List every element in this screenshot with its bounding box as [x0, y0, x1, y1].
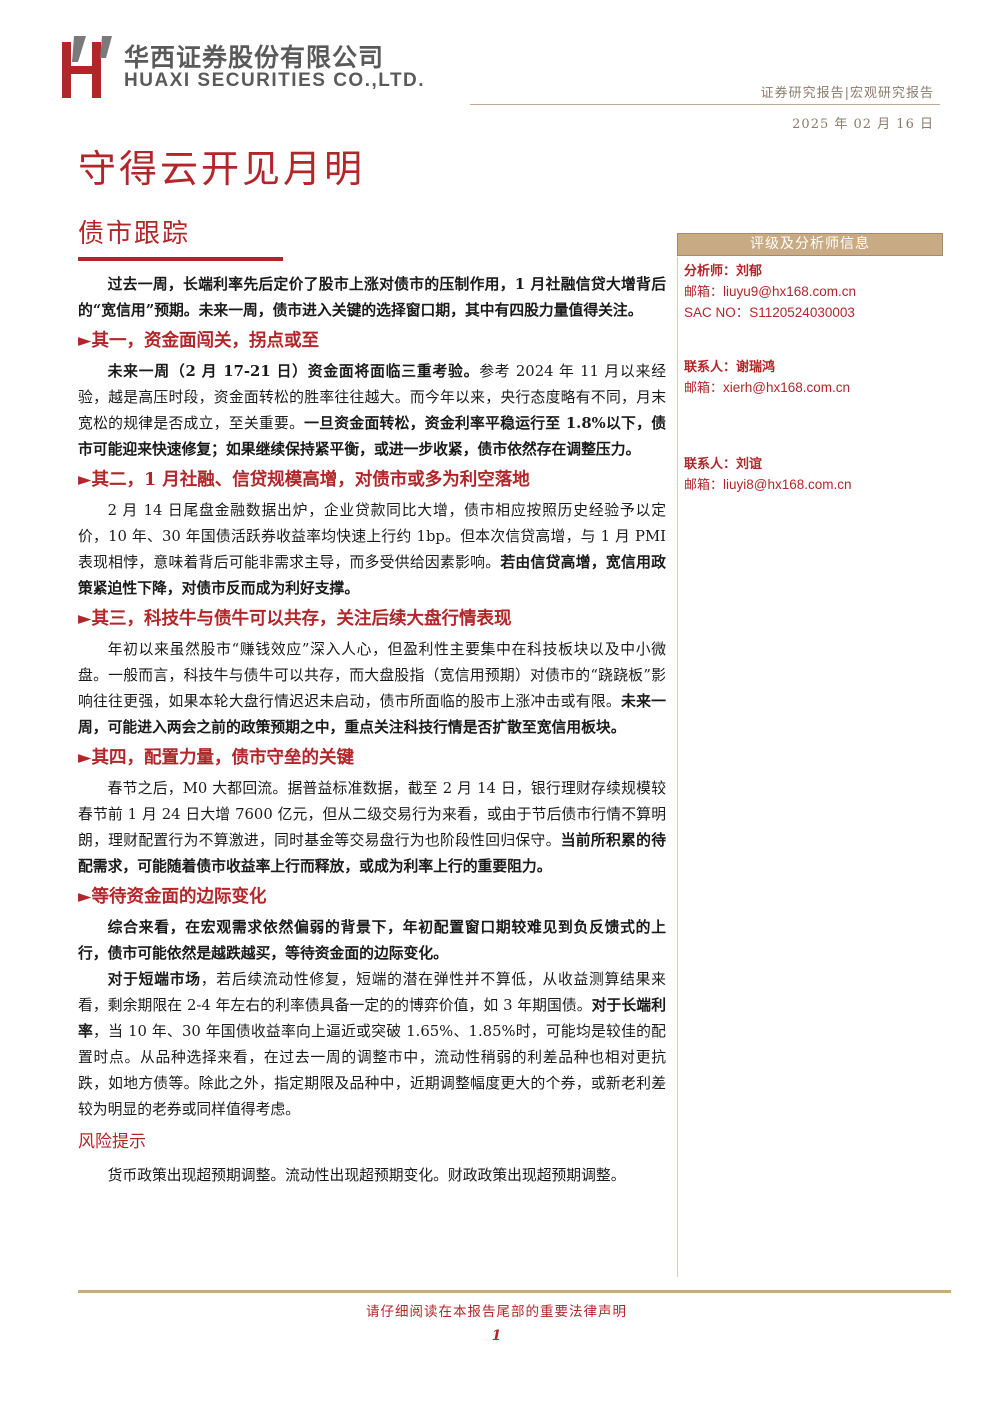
paragraph-point-1-text: 参考 2024 年 11 月以来经验，越是高压时段，资金面转松的胜率往往越大。而… — [78, 363, 666, 432]
risk-text: 货币政策出现超预期调整。流动性出现超预期变化。财政政策出现超预期调整。 — [107, 1167, 626, 1184]
page-number: 1 — [491, 1328, 502, 1344]
paragraph-point-2: 2 月 14 日尾盘金融数据出炉，企业贷款同比大增，债市相应按照历史经验予以定价… — [78, 498, 666, 602]
paragraph-point-1: 未来一周（2 月 17-21 日）资金面将面临三重考验。参考 2024 年 11… — [78, 359, 666, 463]
contact-block-1: 联系人：谢瑞鸿 邮箱：xierh@hx168.com.cn — [684, 358, 850, 399]
contact2-name: 刘谊 — [736, 457, 763, 472]
contact1-name: 谢瑞鸿 — [736, 360, 776, 375]
heading-point-3: ►其三，科技牛与债牛可以共存，关注后续大盘行情表现 — [78, 609, 512, 629]
paragraph-point-1-lead: 未来一周（2 月 17-21 日）资金面将面临三重考验。 — [107, 363, 480, 380]
strategy-long-end-lead: 对于长端利率 — [78, 997, 666, 1040]
header-divider — [470, 104, 940, 105]
paragraph-strategy: 对于短端市场，若后续流动性修复，短端的潜在弹性并不算低，从收益测算结果来看，剩余… — [78, 967, 666, 1123]
paragraph-point-4-text: 春节之后，M0 大都回流。据普益标准数据，截至 2 月 14 日，银行理财存续规… — [78, 780, 666, 849]
heading-point-4: ►其四，配置力量，债市守垒的关键 — [78, 748, 354, 768]
company-name-cn: 华西证券股份有限公司 — [124, 43, 385, 72]
analyst-name: 刘郁 — [736, 264, 763, 279]
intro-paragraph: 过去一周，长端利率先后定价了股市上涨对债市的压制作用，1 月社融信贷大增背后的“… — [78, 276, 666, 319]
report-type-tag: 证券研究报告|宏观研究报告 — [760, 86, 934, 101]
strategy-short-end-text: ，若后续流动性修复，短端的潜在弹性并不算低，从收益测算结果来看，剩余期限在 2-… — [78, 971, 666, 1014]
section-label: 债市跟踪 — [78, 219, 191, 249]
paragraph-summary: 综合来看，在宏观需求依然偏弱的背景下，年初配置窗口期较难见到负反馈式的上行，债市… — [78, 919, 666, 962]
paragraph-point-4-conclusion: 当前所积累的待配需求，可能随着债市收益率上行而释放，或成为利率上行的重要阻力。 — [78, 832, 666, 875]
paragraph-point-3-text: 年初以来虽然股市“赚钱效应”深入人心，但盈利性主要集中在科技板块以及中小微盘。一… — [78, 641, 666, 710]
paragraph-point-3: 年初以来虽然股市“赚钱效应”深入人心，但盈利性主要集中在科技板块以及中小微盘。一… — [78, 637, 666, 741]
contact-block-2: 联系人：刘谊 邮箱：liuyi8@hx168.com.cn — [684, 455, 852, 496]
company-name-en: HUAXI SECURITIES CO.,LTD. — [124, 70, 426, 91]
contact1-email[interactable]: xierh@hx168.com.cn — [723, 380, 851, 395]
footer-divider — [78, 1290, 951, 1293]
risk-title: 风险提示 — [78, 1132, 146, 1152]
analyst-email-label: 邮箱： — [684, 285, 724, 300]
section-underline — [78, 257, 283, 261]
contact1-label: 联系人： — [684, 360, 737, 375]
contact2-email-label: 邮箱： — [684, 478, 724, 493]
heading-point-5: ►等待资金面的边际变化 — [78, 887, 267, 907]
sidebar-divider — [677, 257, 678, 1277]
huaxi-logo-icon — [62, 36, 112, 98]
paragraph-point-2-conclusion: 若由信贷高增，宽信用政策紧迫性下降，对债市反而成为利好支撑。 — [78, 554, 666, 597]
contact2-label: 联系人： — [684, 457, 737, 472]
strategy-long-end-text: ，当 10 年、30 年国债收益率向上逼近或突破 1.65%、1.85%时，可能… — [78, 1023, 666, 1118]
paragraph-point-3-conclusion: 未来一周，可能进入两会之前的政策预期之中，重点关注科技行情是否扩散至宽信用板块。 — [78, 693, 666, 736]
paragraph-point-1-conclusion: 一旦资金面转松，资金利率平稳运行至 1.8%以下，债市可能迎来快速修复；如果继续… — [78, 415, 666, 458]
heading-point-1: ►其一，资金面闯关，拐点或至 — [78, 331, 319, 351]
analyst-info-header: 评级及分析师信息 — [677, 233, 943, 256]
strategy-short-end-lead: 对于短端市场 — [107, 971, 201, 988]
paragraph-point-4: 春节之后，M0 大都回流。据普益标准数据，截至 2 月 14 日，银行理财存续规… — [78, 776, 666, 880]
report-date: 2025 年 02 月 16 日 — [792, 117, 934, 132]
paragraph-point-2-text: 2 月 14 日尾盘金融数据出炉，企业贷款同比大增，债市相应按照历史经验予以定价… — [78, 502, 666, 571]
analyst-block: 分析师：刘郁 邮箱：liuyu9@hx168.com.cn SAC NO：S11… — [684, 262, 856, 324]
heading-point-2: ►其二，1 月社融、信贷规模高增，对债市或多为利空落地 — [78, 470, 530, 490]
legal-notice: 请仔细阅读在本报告尾部的重要法律声明 — [366, 1304, 627, 1320]
analyst-email[interactable]: liuyu9@hx168.com.cn — [723, 284, 857, 299]
contact1-email-label: 邮箱： — [684, 381, 724, 396]
analyst-label: 分析师： — [684, 264, 737, 279]
analyst-sac-number: SAC NO：S1120524030003 — [684, 305, 855, 320]
contact2-email[interactable]: liuyi8@hx168.com.cn — [723, 477, 852, 492]
report-title: 守得云开见月明 — [78, 147, 366, 191]
report-body: 过去一周，长端利率先后定价了股市上涨对债市的压制作用，1 月社融信贷大增背后的“… — [78, 272, 666, 1189]
